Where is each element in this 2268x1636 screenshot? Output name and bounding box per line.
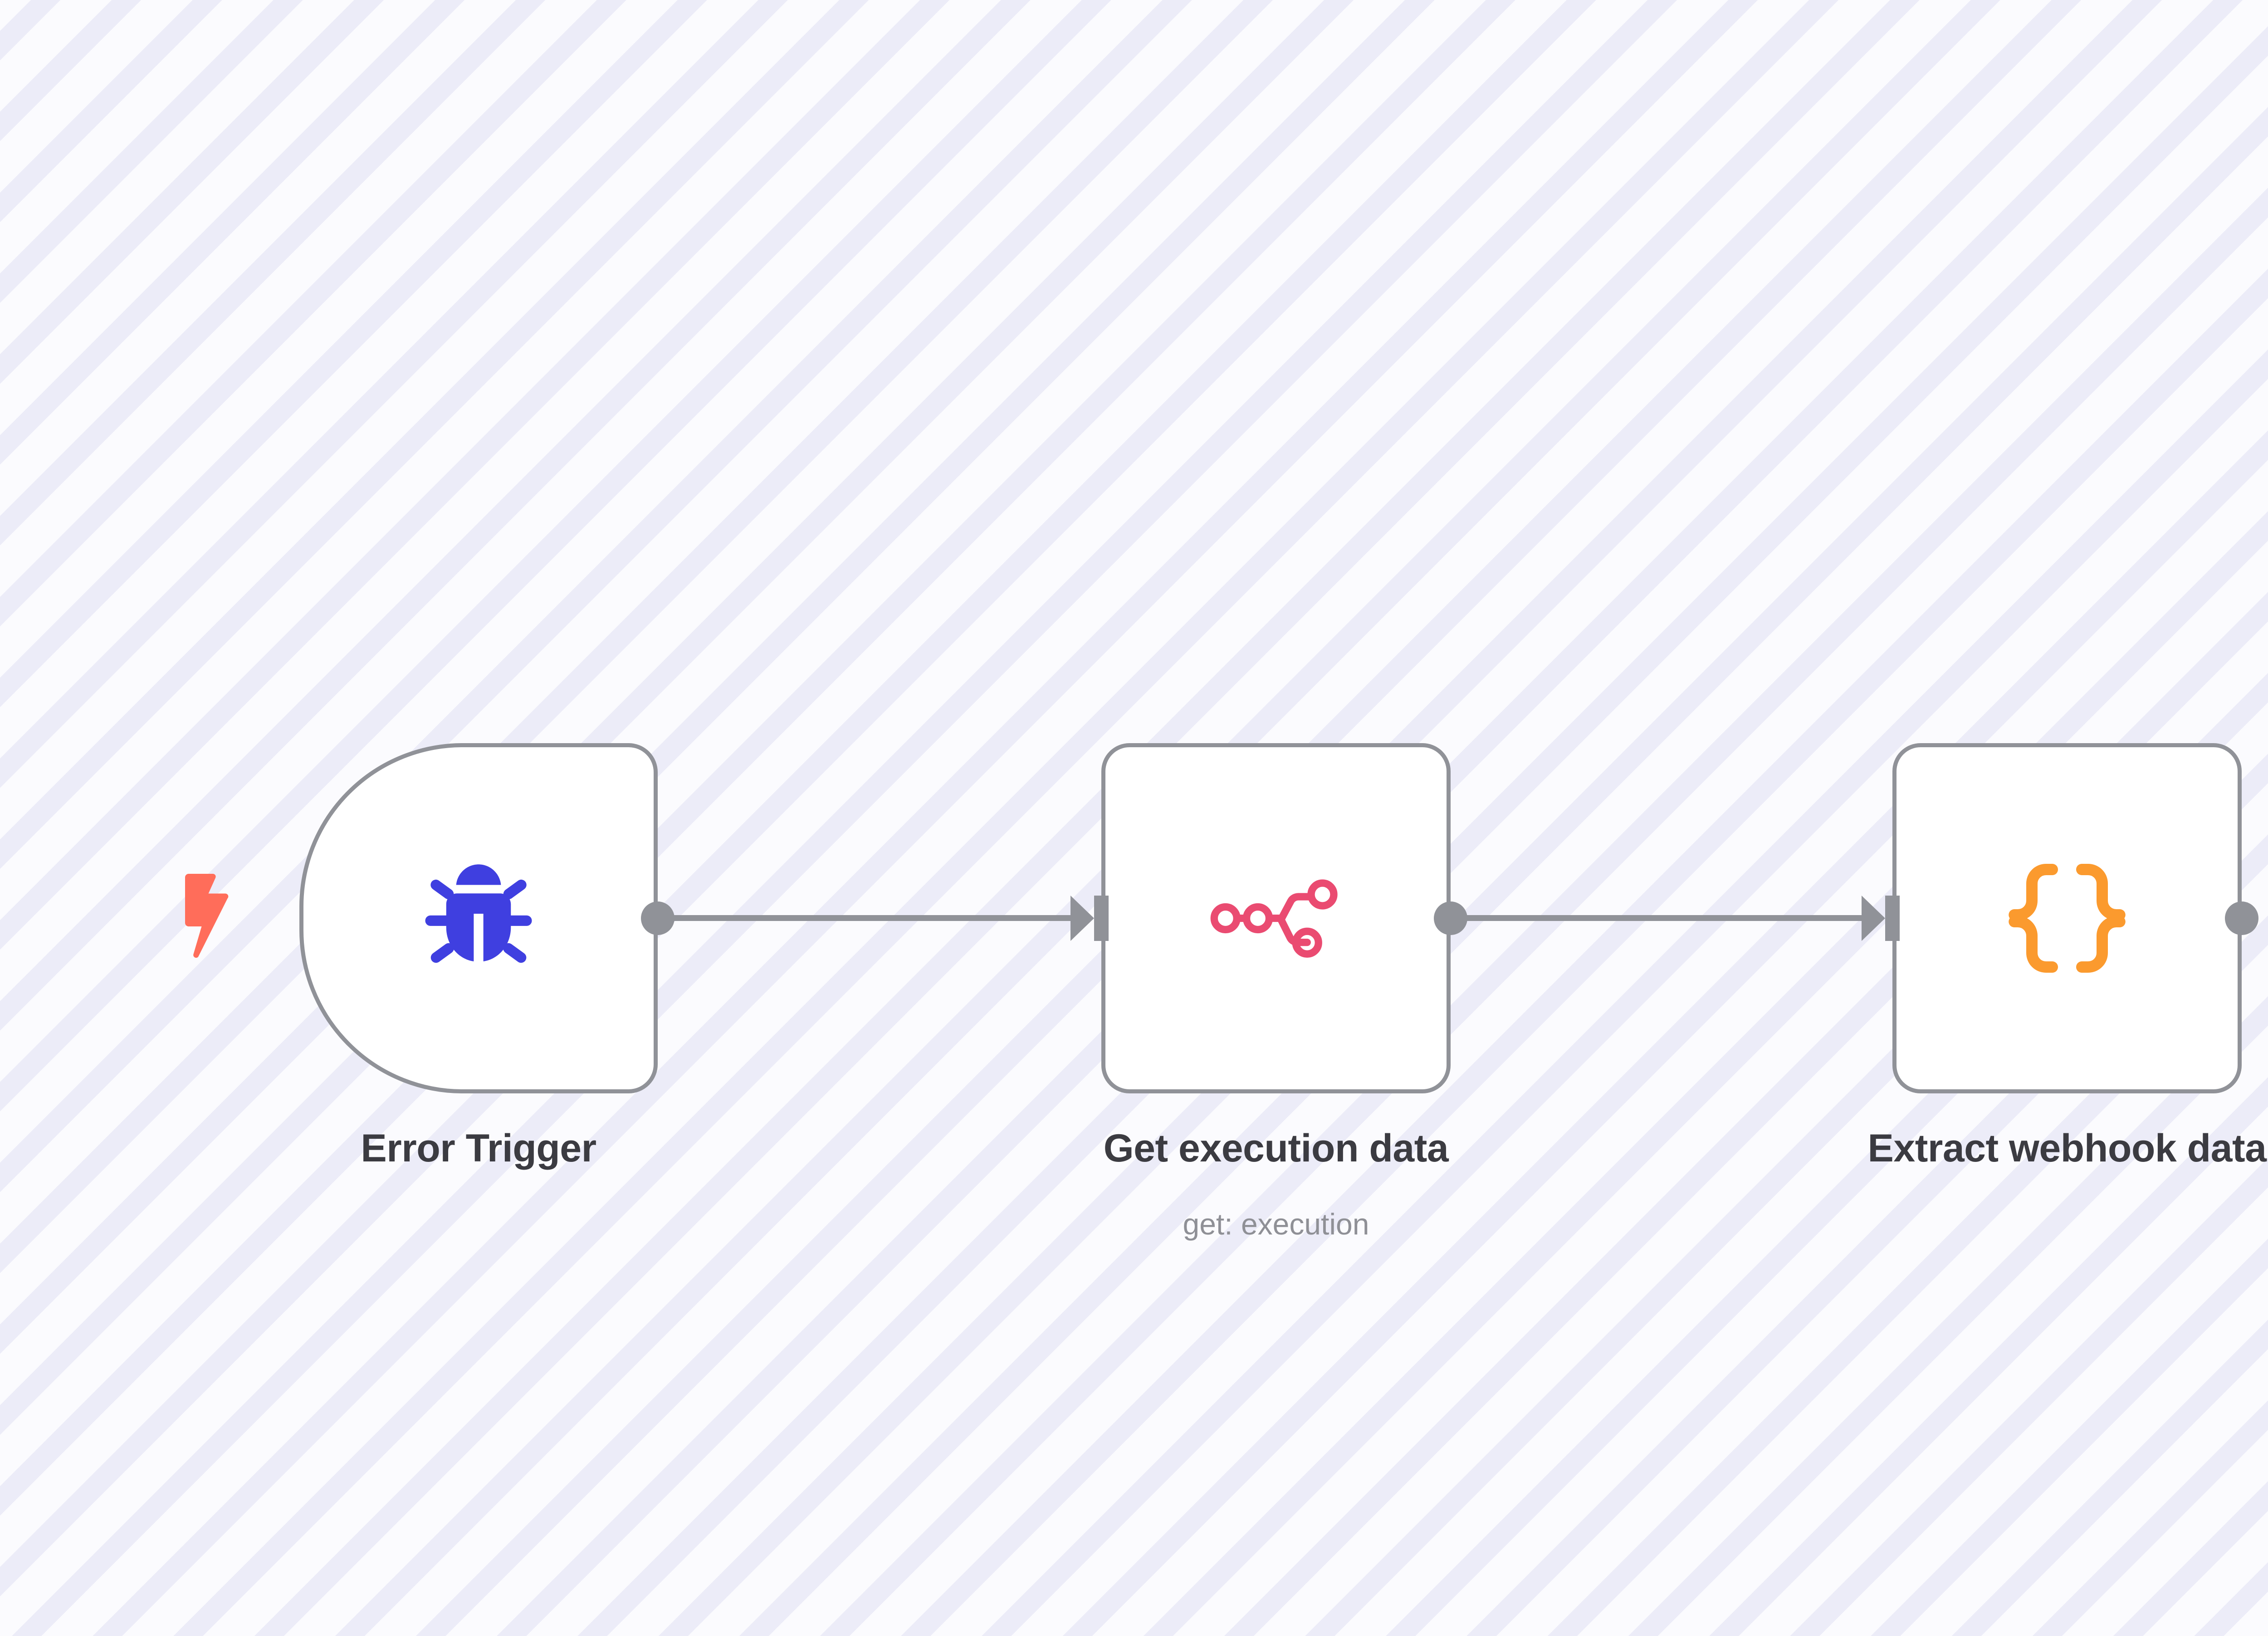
code-braces-icon (2009, 864, 2126, 973)
node-extract-webhook-data[interactable] (1892, 743, 2242, 1093)
output-endpoint-error-trigger[interactable] (641, 901, 675, 935)
output-endpoint-extract-webhook-data[interactable] (2225, 901, 2258, 935)
output-endpoint-get-execution-data[interactable] (1434, 901, 1467, 935)
connector-line-get-execution-data-to-extract-webhook-data[interactable] (1460, 915, 1866, 921)
lightning-bolt-icon (185, 874, 229, 958)
bug-icon (425, 864, 532, 963)
n8n-logo-icon (1210, 879, 1338, 958)
node-label-error-trigger: Error Trigger (361, 1127, 596, 1170)
node-error-trigger[interactable] (299, 743, 658, 1093)
node-sublabel-get-execution-data: get: execution (1183, 1207, 1369, 1241)
node-get-execution-data-body (1105, 747, 1447, 1089)
node-get-execution-data[interactable] (1101, 743, 1451, 1093)
input-endpoint-extract-webhook-data[interactable] (1885, 896, 1900, 941)
connector-arrow-icon-2 (1862, 896, 1885, 941)
input-endpoint-get-execution-data[interactable] (1094, 896, 1109, 941)
node-error-trigger-body (303, 747, 654, 1089)
connector-line-error-trigger-to-get-execution-data[interactable] (667, 915, 1075, 921)
node-label-get-execution-data: Get execution data (1103, 1127, 1449, 1170)
node-label-extract-webhook-data: Extract webhook data (1867, 1127, 2267, 1170)
connector-arrow-icon-1 (1070, 896, 1094, 941)
node-extract-webhook-data-body (1897, 747, 2238, 1089)
